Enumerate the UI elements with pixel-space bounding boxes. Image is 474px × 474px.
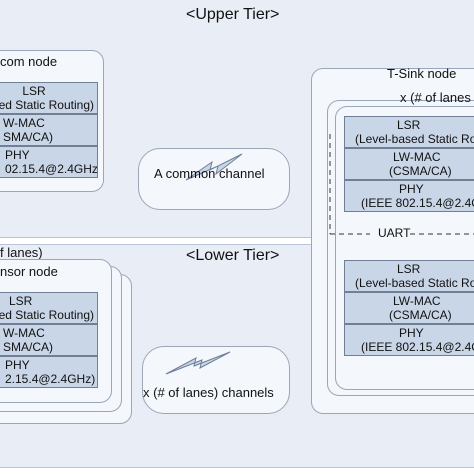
tsink-upper-phy-title: PHY — [399, 182, 424, 196]
lower-tier-title: <Lower Tier> — [186, 247, 280, 264]
tsink-lower-phy-sub: (IEEE 802.15.4@2.4GHz) — [361, 340, 474, 354]
com-mac-title: W-MAC — [3, 116, 45, 130]
tsink-upper-phy-sub: (IEEE 802.15.4@2.4GHz) — [361, 196, 474, 210]
tsink-lower-lsr-sub: (Level-based Static Routing) — [355, 276, 474, 290]
tsink-lanes-label: x (# of lanes — [400, 90, 471, 105]
tsink-lower-phy-title: PHY — [399, 326, 424, 340]
lightning-bolt-icon — [185, 153, 243, 181]
tsink-lower-mac-layer: LW-MAC (CSMA/CA) — [344, 292, 474, 324]
lane-channels-label: x (# of lanes) channels — [143, 385, 274, 400]
sensor-phy-sub: 2.15.4@2.4GHz) — [5, 372, 96, 386]
common-channel — [138, 148, 290, 210]
tsink-upper-mac-sub: (CSMA/CA) — [389, 164, 452, 178]
sensor-phy-title: PHY — [5, 358, 30, 372]
tsink-upper-lsr-title: LSR — [397, 118, 421, 132]
sensor-phy-layer: PHY 2.15.4@2.4GHz) — [0, 356, 98, 388]
tsink-upper-lsr-layer: LSR (Level-based Static Routing) — [344, 116, 474, 148]
sensor-mac-title: W-MAC — [3, 326, 45, 340]
com-lsr-layer: LSR ased Static Routing) — [0, 82, 98, 114]
tsink-upper-mac-layer: LW-MAC (CSMA/CA) — [344, 148, 474, 180]
upper-tier-title: <Upper Tier> — [186, 6, 280, 23]
com-phy-layer: PHY 02.15.4@2.4GHz) — [0, 146, 98, 178]
tsink-node-label: T-Sink node — [387, 66, 457, 81]
tsink-lower-lsr-title: LSR — [397, 262, 421, 276]
sensor-lsr-sub: ased Static Routing) — [0, 308, 94, 322]
sensor-node-label: nsor node — [0, 264, 58, 279]
com-phy-sub: 02.15.4@2.4GHz) — [5, 162, 98, 176]
tsink-lower-mac-title: LW-MAC — [393, 294, 441, 308]
lower-lanes-label: f lanes) — [0, 245, 43, 260]
com-lsr-title: LSR — [22, 84, 46, 98]
uart-connector — [329, 134, 474, 235]
com-mac-layer: W-MAC SMA/CA) — [0, 114, 98, 146]
sensor-mac-sub: SMA/CA) — [3, 340, 54, 354]
tsink-lower-lsr-layer: LSR (Level-based Static Routing) — [344, 260, 474, 292]
tsink-upper-phy-layer: PHY (IEEE 802.15.4@2.4GHz) — [344, 180, 474, 212]
lightning-bolt-icon — [165, 351, 231, 375]
sensor-mac-layer: W-MAC SMA/CA) — [0, 324, 98, 356]
tsink-upper-lsr-sub: (Level-based Static Routing) — [355, 132, 474, 146]
com-node-label: com node — [0, 54, 58, 69]
sensor-lsr-title: LSR — [9, 294, 33, 308]
common-channel-label: A common channel — [154, 166, 265, 181]
tsink-upper-mac-title: LW-MAC — [393, 150, 441, 164]
tsink-lower-mac-sub: (CSMA/CA) — [389, 308, 452, 322]
com-lsr-sub: ased Static Routing) — [0, 98, 94, 112]
tsink-lower-phy-layer: PHY (IEEE 802.15.4@2.4GHz) — [344, 324, 474, 356]
uart-label: UART — [378, 226, 411, 240]
com-phy-title: PHY — [5, 148, 30, 162]
com-mac-sub: SMA/CA) — [3, 130, 54, 144]
sensor-lsr-layer: LSR ased Static Routing) — [0, 292, 98, 324]
